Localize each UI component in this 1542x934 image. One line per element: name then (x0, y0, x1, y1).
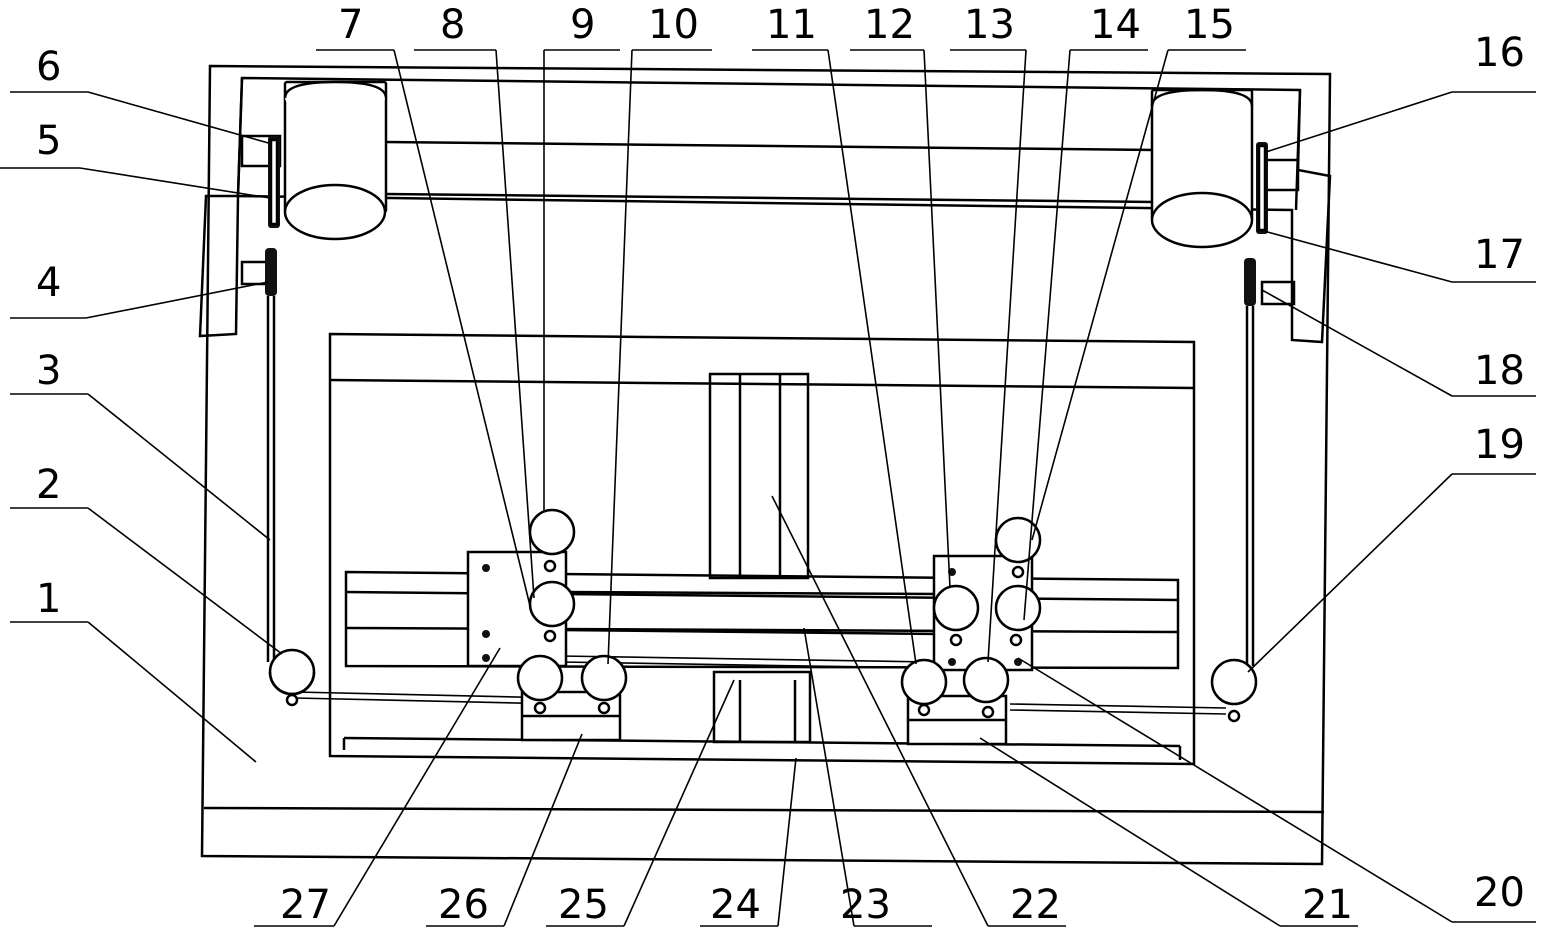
leader-lines (0, 49, 1536, 927)
label-9: 9 (570, 2, 595, 48)
pulley-8 (528, 508, 576, 573)
label-8: 8 (440, 2, 465, 48)
right-drum (1150, 88, 1268, 249)
vertical-column (708, 372, 812, 744)
pulley-10 (580, 654, 628, 715)
label-25: 25 (558, 882, 609, 928)
pulley-19 (1210, 658, 1258, 723)
label-13: 13 (964, 2, 1015, 48)
label-19: 19 (1474, 422, 1525, 468)
pulleys (268, 508, 1258, 723)
label-27: 27 (280, 882, 331, 928)
pulley-11 (900, 658, 948, 717)
label-22: 22 (1010, 882, 1061, 928)
label-16: 16 (1474, 30, 1525, 76)
inner-frame (328, 332, 1196, 766)
top-shaft (240, 134, 1300, 306)
horizontal-rail (344, 570, 1180, 670)
label-3: 3 (36, 348, 61, 394)
label-20: 20 (1474, 870, 1525, 916)
label-21: 21 (1302, 882, 1353, 928)
label-7: 7 (338, 2, 363, 48)
label-18: 18 (1474, 348, 1525, 394)
label-12: 12 (864, 2, 915, 48)
pulley-14 (994, 584, 1042, 647)
ropes (265, 248, 1256, 715)
label-24: 24 (710, 882, 761, 928)
label-6: 6 (36, 44, 61, 90)
label-26: 26 (438, 882, 489, 928)
label-1: 1 (36, 576, 61, 622)
label-17: 17 (1474, 232, 1525, 278)
left-drum (268, 80, 388, 241)
label-10: 10 (648, 2, 699, 48)
label-14: 14 (1090, 2, 1141, 48)
pulley-12 (932, 584, 980, 647)
label-23: 23 (840, 882, 891, 928)
label-11: 11 (766, 2, 817, 48)
pulley-2 (268, 648, 316, 707)
label-15: 15 (1184, 2, 1235, 48)
label-4: 4 (36, 260, 61, 306)
part-labels: 6 5 4 3 2 1 7 8 9 10 11 12 13 14 15 16 1… (36, 2, 1525, 928)
label-2: 2 (36, 462, 61, 508)
right-carriage (906, 554, 1034, 746)
pulley-7b (516, 654, 564, 715)
pulley-13 (962, 656, 1010, 719)
label-5: 5 (36, 118, 61, 164)
